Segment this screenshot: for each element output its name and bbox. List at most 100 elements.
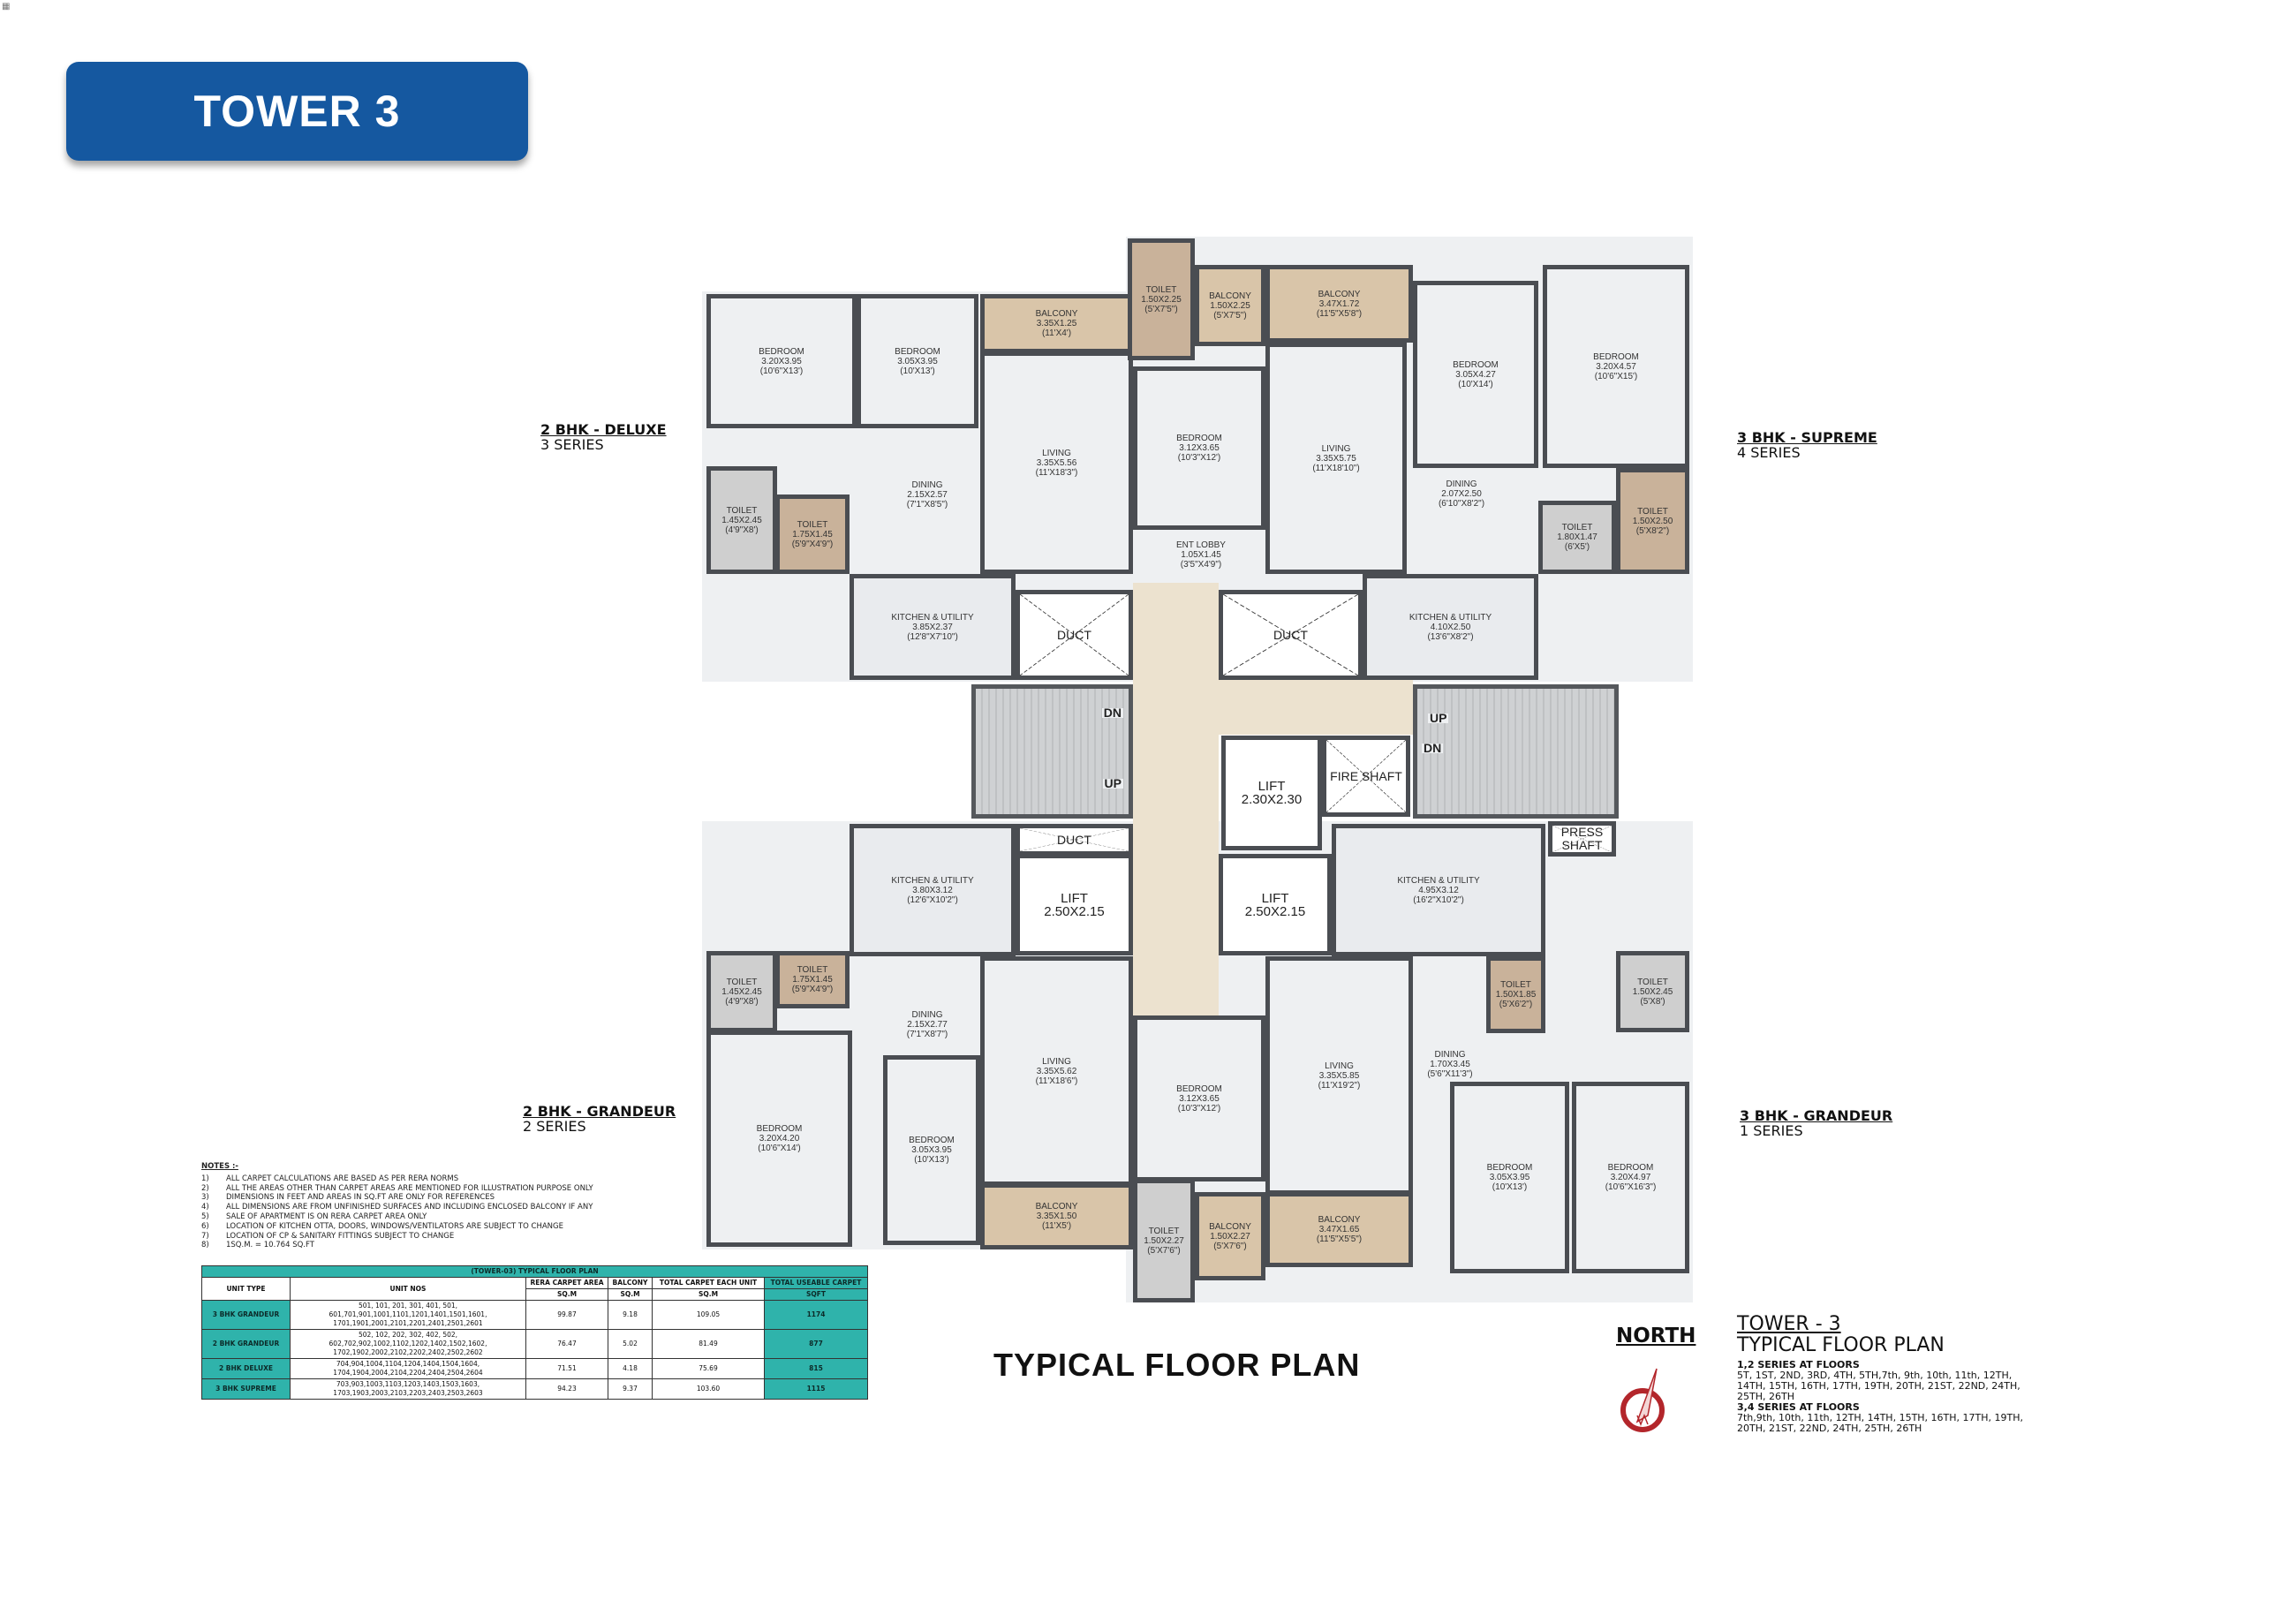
table-title: (TOWER-03) TYPICAL FLOOR PLAN — [201, 1265, 868, 1278]
cell-balcony: 9.18 — [608, 1300, 653, 1330]
room-ft: (11'5"X5'8") — [1316, 308, 1363, 319]
room-name: TOILET — [1637, 506, 1668, 517]
room-ft: (11'X18'10") — [1312, 463, 1360, 473]
room-name: BEDROOM — [1486, 1163, 1533, 1173]
unit-nos-line: 601,701,901,1001,1101,1201,1401,1501,160… — [329, 1310, 487, 1318]
room-name: BEDROOM — [756, 1124, 803, 1134]
room-ft: (10'6"X16'3") — [1605, 1182, 1657, 1192]
room-duct: DUCT — [1016, 590, 1133, 680]
area-table: (TOWER-03) TYPICAL FLOOR PLAN UNIT TYPE … — [201, 1265, 868, 1400]
room-ft: (5'X8'2") — [1635, 525, 1670, 536]
room-name: KITCHEN & UTILITY — [1397, 875, 1480, 886]
unit-type: 2 BHK - GRANDEUR — [523, 1103, 676, 1120]
note-number: 3) — [201, 1193, 209, 1203]
room-ft: (5'9"X4'9") — [791, 985, 834, 994]
room-name: TOILET — [1145, 284, 1177, 295]
note-item: 1)ALL CARPET CALCULATIONS ARE BASED AS P… — [201, 1174, 593, 1184]
room-ft: (5'X6'2") — [1499, 1000, 1533, 1009]
shaft-cross-icon — [1020, 594, 1129, 676]
note-number: 7) — [201, 1231, 209, 1241]
cell-total: 81.49 — [652, 1329, 765, 1359]
note-number: 2) — [201, 1183, 209, 1193]
room-dim: 1.50X2.27 — [1144, 1235, 1184, 1246]
room-name: TOILET — [1561, 523, 1593, 532]
room-ft: (5'X7'6") — [1213, 1241, 1247, 1251]
room-duct: DUCT — [1219, 590, 1363, 680]
room-name: DUCT — [1273, 627, 1308, 642]
shaft-cross-icon — [1326, 740, 1406, 812]
room-dim: 3.35X5.56 — [1036, 457, 1077, 468]
room-dim: 3.35X5.62 — [1036, 1066, 1077, 1076]
series12-heading: 1,2 SERIES AT FLOORS — [1737, 1359, 1860, 1370]
cell-rera: 71.51 — [525, 1358, 608, 1379]
room-ft: (7'1"X8'5") — [906, 499, 948, 510]
unit-balcony: SQ.M — [608, 1288, 653, 1301]
room-name: BALCONY — [1035, 309, 1078, 319]
unit-usable: SQFT — [764, 1288, 868, 1301]
cell-total: 75.69 — [652, 1358, 765, 1379]
cell-usable: 815 — [764, 1358, 868, 1379]
cell-rera: 76.47 — [525, 1329, 608, 1359]
cell-unit-type: 3 BHK GRANDEUR — [201, 1300, 291, 1330]
note-item: 6)LOCATION OF KITCHEN OTTA, DOORS, WINDO… — [201, 1222, 593, 1232]
series12-floors: 5T, 1ST, 2ND, 3RD, 4TH, 5TH,7th, 9th, 10… — [1737, 1370, 2020, 1402]
room-corridor — [1133, 583, 1219, 1015]
room-dim: 3.35X5.75 — [1316, 453, 1356, 464]
room-name: ENT LOBBY — [1176, 540, 1226, 550]
room-dim: 4.10X2.50 — [1430, 622, 1471, 632]
cell-balcony: 4.18 — [608, 1358, 653, 1379]
room-dim: 3.35X1.25 — [1036, 319, 1077, 328]
room-dim: 3.05X3.95 — [911, 1145, 952, 1155]
unit-nos-line: 1704,1904,2004,2104,2204,2404,2504,2604 — [333, 1369, 483, 1377]
unit-type: 3 BHK - GRANDEUR — [1740, 1107, 1893, 1124]
note-number: 5) — [201, 1212, 209, 1221]
room-ft: (10'6"X14') — [758, 1144, 801, 1153]
note-text: ALL CARPET CALCULATIONS ARE BASED AS PER… — [226, 1174, 459, 1183]
room-name: TOILET — [726, 977, 758, 987]
room-name: KITCHEN & UTILITY — [891, 875, 974, 886]
room-dim: 3.05X3.95 — [1489, 1173, 1530, 1182]
lobby-corridor — [1219, 680, 1413, 735]
room-dim: 3.47X1.72 — [1318, 298, 1360, 309]
cell-total: 109.05 — [652, 1300, 765, 1330]
note-item: 3)DIMENSIONS IN FEET AND AREAS IN SQ.FT … — [201, 1193, 593, 1203]
note-text: ALL DIMENSIONS ARE FROM UNFINISHED SURFA… — [226, 1203, 593, 1212]
series34-heading: 3,4 SERIES AT FLOORS — [1737, 1401, 1860, 1413]
room-name: TOILET — [797, 519, 828, 530]
typical-floor-plan-title: TYPICAL FLOOR PLAN — [993, 1347, 1361, 1383]
room-ft: (5'X7'5") — [1144, 304, 1178, 314]
notes-list: 1)ALL CARPET CALCULATIONS ARE BASED AS P… — [201, 1174, 593, 1250]
header-unit-nos: UNIT NOS — [290, 1277, 526, 1301]
unit-series: 1 SERIES — [1740, 1122, 1803, 1139]
room-ft: (4'9"X8') — [725, 996, 759, 1007]
room-dim: 3.35X5.85 — [1318, 1070, 1360, 1081]
room-name: PRESS SHAFT — [1560, 825, 1604, 852]
note-number: 8) — [201, 1241, 209, 1250]
unit-nos-line: 602,702,902,1002,1102,1202,1402,1502,160… — [329, 1340, 487, 1347]
cell-balcony: 9.37 — [608, 1378, 653, 1400]
stair-up-label: UP — [1102, 776, 1123, 790]
room-dim: 3.20X4.97 — [1610, 1173, 1651, 1182]
room-dim: 3.05X3.95 — [897, 356, 938, 366]
stair-up-label: UP — [1428, 711, 1449, 725]
room-name: BALCONY — [1209, 291, 1251, 301]
room-dim: 1.70X3.45 — [1430, 1059, 1470, 1069]
